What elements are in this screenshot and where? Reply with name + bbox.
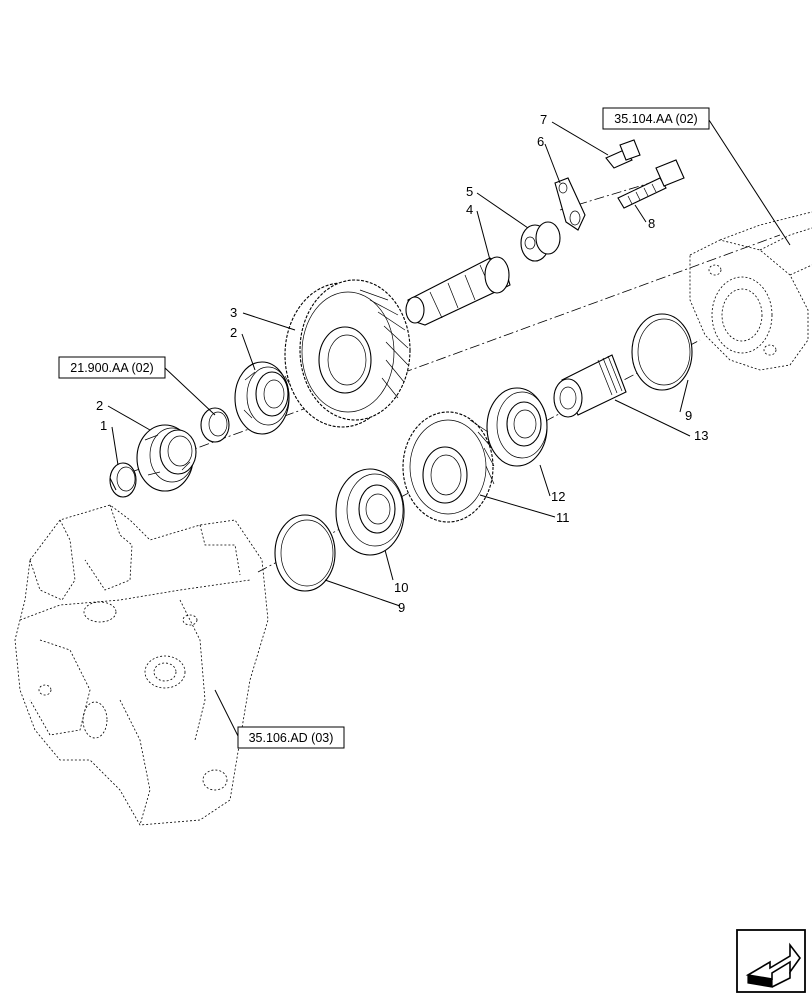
callout-6: 6 xyxy=(537,134,544,149)
callout-12: 12 xyxy=(551,489,565,504)
next-page-arrow-icon[interactable] xyxy=(736,929,806,993)
callout-7: 7 xyxy=(540,112,547,127)
motor-housing xyxy=(689,211,812,371)
reference-21-900-AA[interactable]: 21.900.AA (02) xyxy=(58,356,166,379)
part-5-bearing xyxy=(520,221,561,262)
callout-2-left: 2 xyxy=(96,398,103,413)
part-13-splined-sleeve xyxy=(553,354,627,418)
callout-4: 4 xyxy=(466,202,473,217)
part-3-double-gear xyxy=(284,279,411,428)
callout-8: 8 xyxy=(648,216,655,231)
callout-9-right: 9 xyxy=(685,408,692,423)
pump-housing xyxy=(14,504,269,826)
part-9-snap-ring-right xyxy=(631,313,693,391)
reference-35-106-AD-label: 35.106.AD (03) xyxy=(249,731,334,745)
reference-35-106-AD[interactable]: 35.106.AD (03) xyxy=(237,726,345,749)
part-1-ring xyxy=(109,462,137,498)
callout-1: 1 xyxy=(100,418,107,433)
callout-11: 11 xyxy=(556,510,570,525)
part-2-bearing-left xyxy=(136,424,197,492)
callout-9-lower: 9 xyxy=(398,600,405,615)
reference-35-104-AA[interactable]: 35.104.AA (02) xyxy=(602,107,710,130)
assembly-axes xyxy=(114,179,781,573)
part-4-shaft xyxy=(405,256,511,326)
part-6-plate xyxy=(554,177,586,231)
part-8-bolt xyxy=(617,159,685,209)
callout-13: 13 xyxy=(694,428,708,443)
part-12-bearing xyxy=(486,387,548,467)
part-2-bearing-upper xyxy=(234,361,291,435)
spacer-ring xyxy=(200,407,230,443)
callout-5: 5 xyxy=(466,184,473,199)
reference-35-104-AA-label: 35.104.AA (02) xyxy=(614,112,697,126)
callout-2-upper: 2 xyxy=(230,325,237,340)
part-10-bearing xyxy=(335,468,405,556)
part-11-gear xyxy=(402,411,495,523)
leader-lines xyxy=(107,119,791,737)
reference-21-900-AA-label: 21.900.AA (02) xyxy=(70,361,153,375)
callout-3: 3 xyxy=(230,305,237,320)
callout-10: 10 xyxy=(394,580,408,595)
part-7-bolt xyxy=(605,139,641,169)
part-9-snap-ring-lower xyxy=(274,514,336,592)
